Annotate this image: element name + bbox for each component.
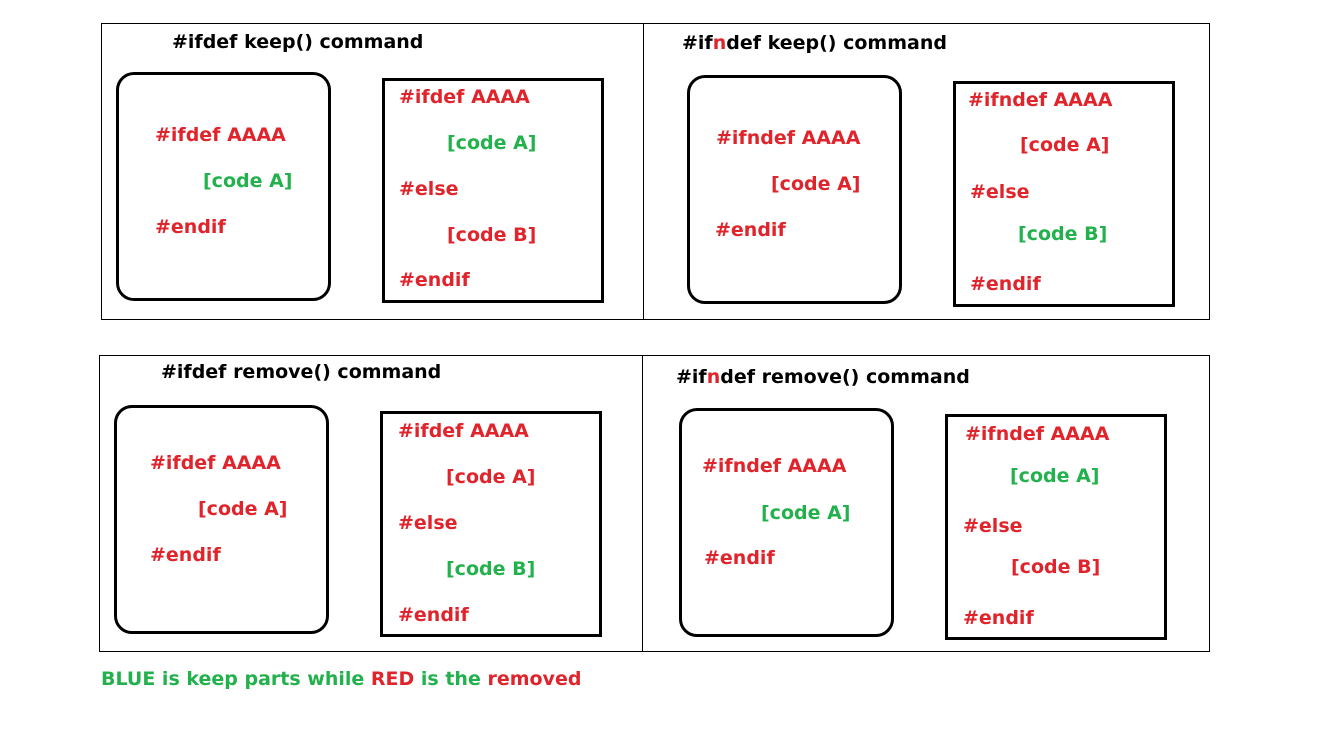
code-line: #ifdef AAAA (150, 452, 281, 474)
ifdef-keep-simple-box (116, 72, 331, 301)
title-part: def keep() command (726, 32, 947, 54)
code-line: #else (399, 178, 459, 200)
legend-part: RED (370, 668, 415, 690)
code-line: #endif (398, 604, 469, 626)
title-highlight-n: n (712, 32, 727, 54)
ifndef-keep-simple-box (687, 75, 902, 304)
code-line: #endif (963, 607, 1034, 629)
code-line: [code A] (447, 132, 537, 154)
title-part: #if (676, 366, 707, 388)
code-line: #ifdef AAAA (398, 420, 529, 442)
title-part: def remove() command (720, 366, 970, 388)
code-line: [code A] (771, 173, 861, 195)
legend-part: removed (487, 668, 582, 690)
code-line: #endif (704, 547, 775, 569)
ifndef-remove-simple-box (679, 408, 894, 637)
bottom-row-frame (99, 355, 1210, 652)
code-line: [code A] (761, 502, 851, 524)
panel-title-ifndef-keep: #ifndef keep() command (682, 32, 947, 54)
panel-title-ifndef-remove: #ifndef remove() command (676, 366, 970, 388)
legend-part: is the (414, 668, 488, 690)
ifndef-keep-else-box (953, 81, 1175, 307)
top-row-divider (643, 23, 644, 320)
panel-title-ifdef-keep: #ifdef keep() command (172, 31, 424, 53)
code-line: #ifndef AAAA (716, 127, 861, 149)
code-line: #ifndef AAAA (702, 455, 847, 477)
ifdef-remove-simple-box (114, 405, 329, 634)
code-line: #else (970, 181, 1030, 203)
code-line: #ifndef AAAA (965, 423, 1110, 445)
ifdef-keep-else-box (382, 78, 604, 303)
code-line: [code A] (446, 466, 536, 488)
code-line: [code A] (198, 498, 288, 520)
code-line: #else (398, 512, 458, 534)
code-line: [code A] (1010, 465, 1100, 487)
title-part: #if (682, 32, 713, 54)
code-line: #ifdef AAAA (399, 86, 530, 108)
code-line: #endif (715, 219, 786, 241)
title-highlight-n: n (706, 366, 721, 388)
legend-text: BLUE is keep parts while RED is the remo… (101, 668, 581, 690)
code-line: #else (963, 515, 1023, 537)
code-line: #endif (970, 273, 1041, 295)
code-line: #ifndef AAAA (968, 89, 1113, 111)
code-line: #ifdef AAAA (155, 124, 286, 146)
bottom-row-divider (642, 355, 643, 652)
code-line: [code B] (446, 558, 536, 580)
code-line: [code B] (1011, 556, 1101, 578)
top-row-frame (101, 23, 1210, 320)
panel-title-ifdef-remove: #ifdef remove() command (161, 361, 442, 383)
code-line: #endif (399, 269, 470, 291)
ifndef-remove-else-box (945, 414, 1167, 640)
code-line: [code B] (1018, 223, 1108, 245)
code-line: #endif (155, 216, 226, 238)
code-line: [code A] (203, 170, 293, 192)
legend-part: BLUE is keep parts while (101, 668, 371, 690)
ifdef-remove-else-box (380, 411, 602, 637)
code-line: #endif (150, 544, 221, 566)
code-line: [code A] (1020, 134, 1110, 156)
code-line: [code B] (447, 224, 537, 246)
